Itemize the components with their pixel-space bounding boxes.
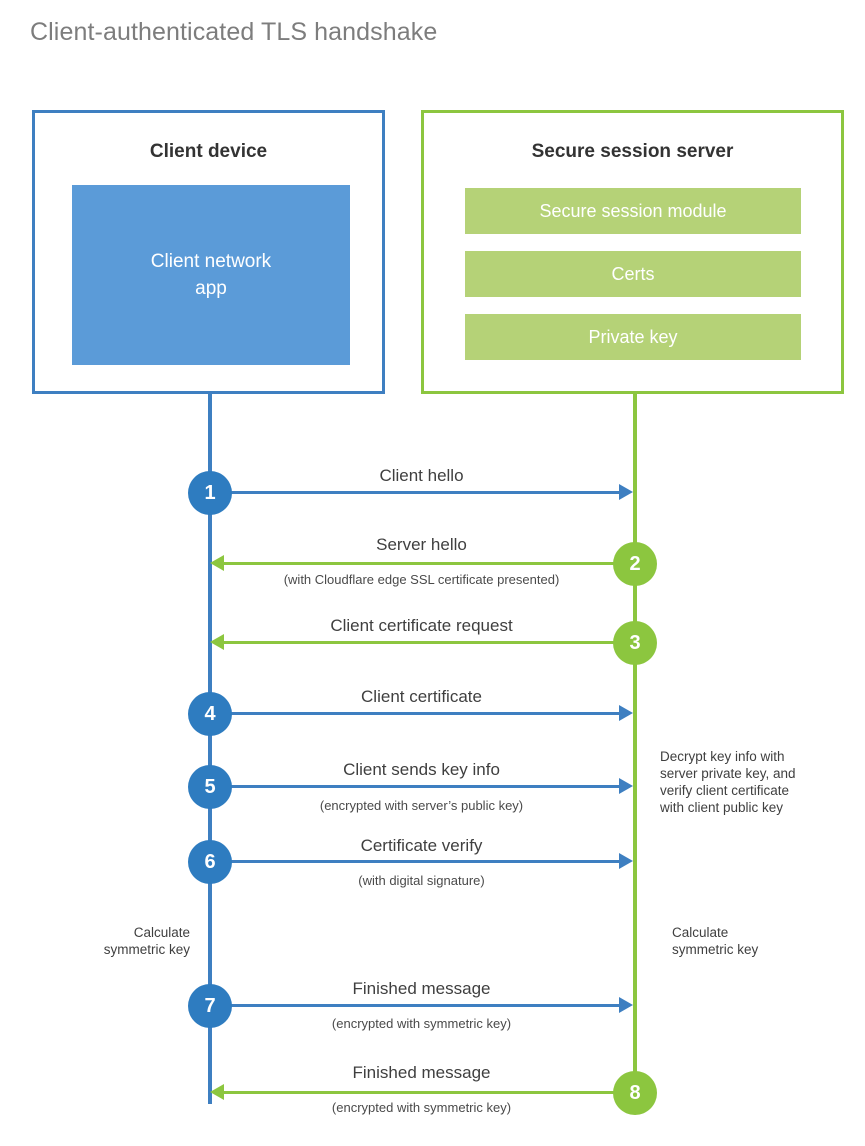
client-network-app-box: Client network app (72, 185, 350, 365)
step-4-circle[interactable]: 4 (188, 692, 232, 736)
step-5-arrow-line (210, 785, 620, 788)
client-network-app-label: Client network app (150, 251, 272, 299)
server-component-secure-session-module: Secure session module (465, 188, 801, 234)
step-8-arrow-line (224, 1091, 633, 1094)
step-1-circle[interactable]: 1 (188, 471, 232, 515)
step-3-arrow-line (224, 641, 633, 644)
step-2-sublabel: (with Cloudflare edge SSL certificate pr… (283, 572, 560, 587)
step-6-arrow-line (210, 860, 620, 863)
step-4-label: Client certificate (361, 687, 482, 706)
step-5-label: Client sends key info (343, 760, 500, 779)
step-7-circle[interactable]: 7 (188, 984, 232, 1028)
client-device-title: Client device (149, 141, 268, 162)
step-6-circle[interactable]: 6 (188, 840, 232, 884)
step-2-arrow-head (210, 555, 224, 571)
step-5-sublabel: (encrypted with server’s public key) (319, 798, 524, 813)
client-lifeline (208, 394, 212, 1104)
step-8-circle[interactable]: 8 (613, 1071, 657, 1115)
server-decrypt-annotation: Decrypt key info with server private key… (660, 749, 796, 815)
step-2-label: Server hello (376, 535, 467, 554)
step-3-circle[interactable]: 3 (613, 621, 657, 665)
step-1-label: Client hello (379, 466, 464, 485)
step-7-label: Finished message (352, 979, 491, 998)
secure-session-server-box: Secure session server Secure session mod… (421, 110, 844, 394)
step-1-arrow-head (619, 484, 633, 500)
server-calculate-symmetric-key-annotation: Calculate symmetric key (672, 925, 759, 957)
step-6-sublabel: (with digital signature) (358, 873, 485, 888)
step-7-arrow-line (210, 1004, 620, 1007)
step-8-sublabel: (encrypted with symmetric key) (331, 1100, 512, 1115)
server-component-certs: Certs (465, 251, 801, 297)
step-1-arrow-line (210, 491, 620, 494)
step-6-label: Certificate verify (360, 836, 483, 855)
step-4-arrow-line (210, 712, 620, 715)
step-8-label: Finished message (352, 1063, 491, 1082)
step-7-arrow-head (619, 997, 633, 1013)
step-2-circle[interactable]: 2 (613, 542, 657, 586)
server-component-private-key: Private key (465, 314, 801, 360)
step-3-arrow-head (210, 634, 224, 650)
page-title: Client-authenticated TLS handshake (30, 18, 438, 46)
step-3-label: Client certificate request (330, 616, 513, 635)
step-5-circle[interactable]: 5 (188, 765, 232, 809)
step-5-arrow-head (619, 778, 633, 794)
step-2-arrow-line (224, 562, 633, 565)
step-6-arrow-head (619, 853, 633, 869)
secure-session-server-title: Secure session server (531, 141, 734, 162)
step-7-sublabel: (encrypted with symmetric key) (331, 1016, 512, 1031)
step-4-arrow-head (619, 705, 633, 721)
server-lifeline (633, 394, 637, 1093)
step-8-arrow-head (210, 1084, 224, 1100)
client-calculate-symmetric-key-annotation: Calculate symmetric key (103, 925, 190, 957)
client-device-box: Client device Client network app (32, 110, 385, 394)
